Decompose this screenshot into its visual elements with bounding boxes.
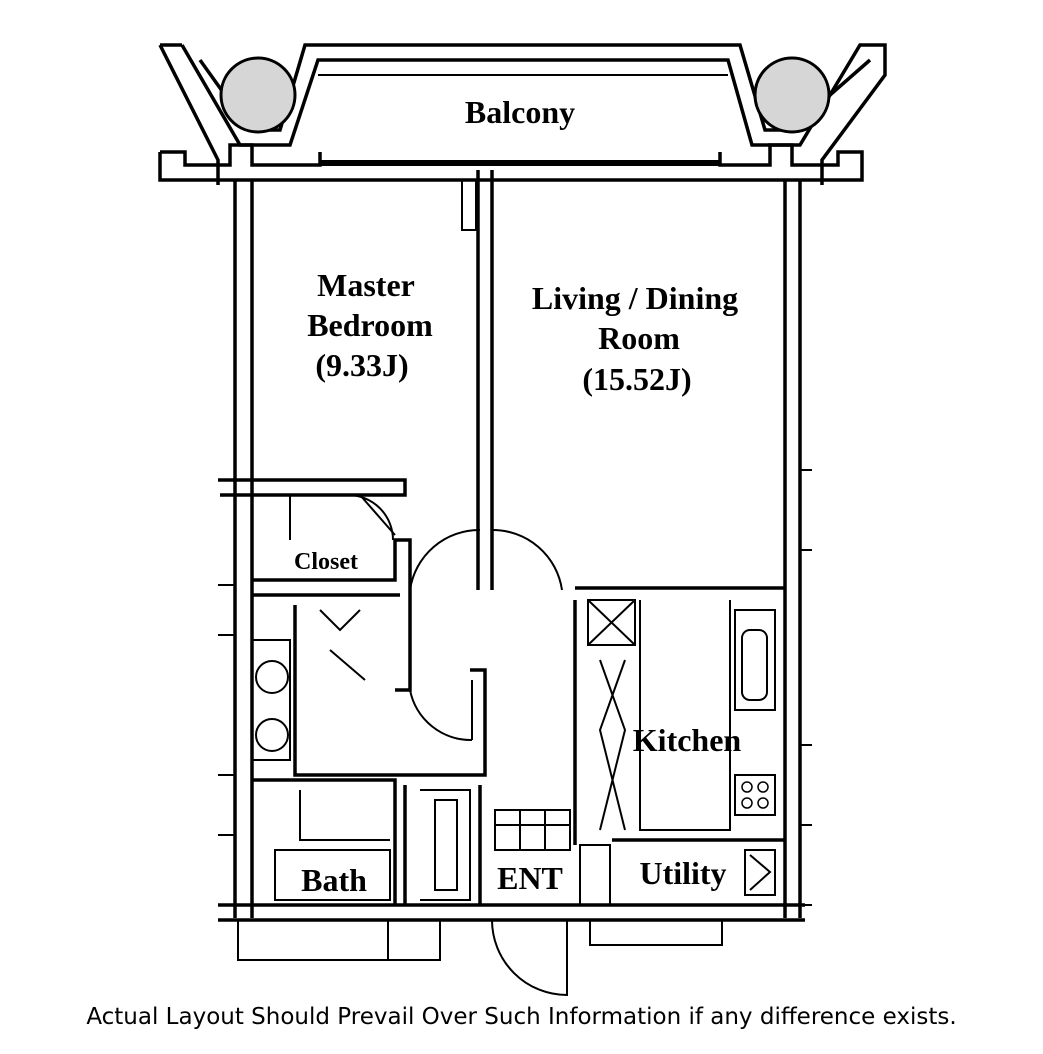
entrance-label: ENT — [497, 860, 563, 896]
closet-label: Closet — [294, 549, 358, 575]
utility-label: Utility — [639, 855, 726, 891]
balcony-planter-right — [753, 56, 831, 134]
wall-ticks — [218, 469, 812, 906]
bath-label: Bath — [301, 862, 367, 898]
master-bedroom-label-line1: Master — [317, 267, 415, 303]
living-room-area: (15.52J) — [582, 361, 691, 397]
floor-plan: Balcony Master Bedroom (9.33J) Living / … — [158, 43, 887, 997]
living-room-label-line2: Room — [598, 320, 680, 356]
entrance-walls — [403, 785, 611, 997]
disclaimer-text: Actual Layout Should Prevail Over Such I… — [86, 1004, 957, 1030]
balcony-label: Balcony — [465, 94, 575, 130]
bath-walls — [252, 778, 397, 905]
kitchen-label: Kitchen — [633, 722, 742, 758]
hall-door-swings — [409, 528, 563, 742]
master-bedroom-label-line2: Bedroom — [307, 307, 433, 343]
closet-walls — [218, 478, 412, 692]
exterior-walls — [218, 180, 805, 961]
balcony-edge — [158, 143, 864, 182]
interior-wall-bedroom-living — [461, 170, 494, 590]
master-bedroom-area: (9.33J) — [315, 347, 408, 383]
living-room-label-line1: Living / Dining — [532, 280, 738, 316]
utility-walls — [612, 838, 785, 896]
balcony-planter-left — [219, 56, 297, 134]
kitchen-walls — [573, 586, 785, 845]
washroom-walls — [252, 593, 487, 777]
